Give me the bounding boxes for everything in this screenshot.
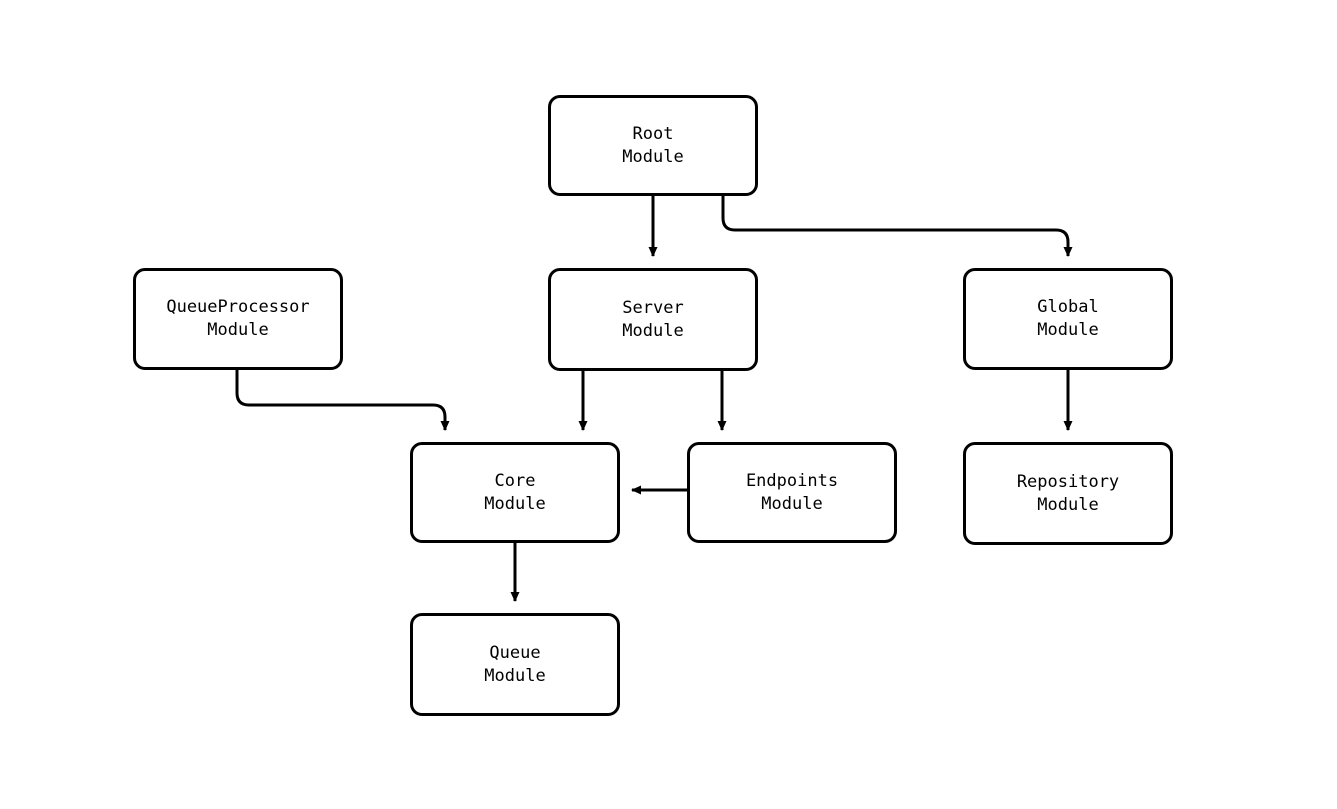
- node-global-subtitle: Module: [1037, 320, 1099, 340]
- node-server[interactable]: Server Module: [548, 268, 758, 371]
- node-queue[interactable]: Queue Module: [410, 613, 620, 716]
- node-endpoints-subtitle: Module: [761, 493, 823, 514]
- node-repository[interactable]: Repository Module: [963, 442, 1173, 545]
- node-root-title: Root: [632, 123, 674, 144]
- node-global-title: Global: [1037, 297, 1099, 317]
- node-global[interactable]: Global Module: [963, 268, 1173, 370]
- node-queue-subtitle: Module: [484, 665, 546, 686]
- node-root-subtitle: Module: [622, 146, 684, 167]
- node-endpoints[interactable]: Endpoints Module: [687, 442, 897, 543]
- edge-queueprocessor-core: [235, 370, 450, 431]
- node-core[interactable]: Core Module: [410, 442, 620, 543]
- edge-root-global: [721, 196, 1073, 257]
- node-server-subtitle: Module: [622, 320, 684, 341]
- node-core-title: Core: [494, 470, 536, 491]
- node-endpoints-title: Endpoints: [745, 470, 839, 491]
- node-root[interactable]: Root Module: [548, 95, 758, 196]
- node-queueprocessor-subtitle: Module: [207, 320, 269, 340]
- node-repository-subtitle: Module: [1037, 494, 1099, 515]
- node-queueprocessor[interactable]: QueueProcessor Module: [133, 268, 343, 370]
- node-server-title: Server: [622, 297, 684, 318]
- node-queue-title: Queue: [489, 642, 541, 663]
- node-queueprocessor-title: QueueProcessor: [166, 297, 310, 317]
- node-core-subtitle: Module: [484, 493, 546, 514]
- node-repository-title: Repository: [1016, 471, 1120, 492]
